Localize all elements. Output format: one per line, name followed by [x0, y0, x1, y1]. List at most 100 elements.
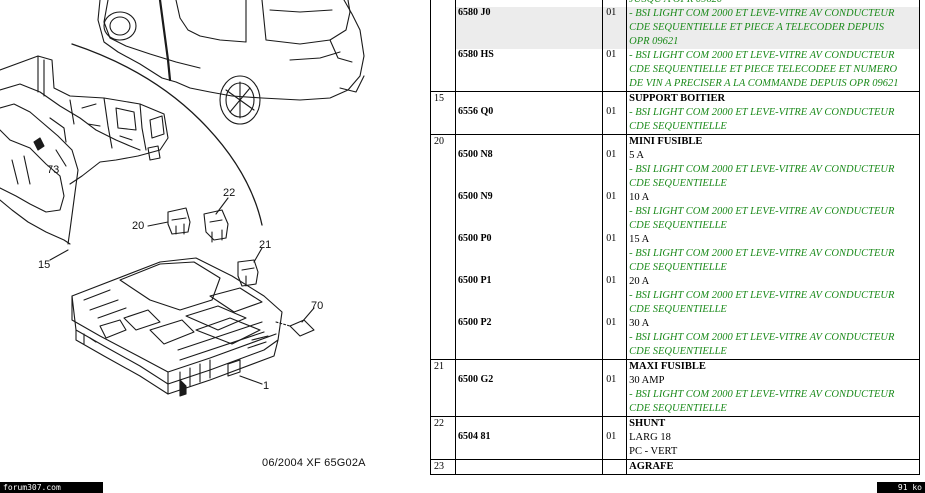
part-reference[interactable]: 6504 81	[457, 431, 491, 442]
description-cell: SUPPORT BOITIER - BSI LIGHT COM 2000 ET L…	[626, 91, 920, 135]
part-spec: 30 AMP	[629, 375, 665, 386]
entry-reference-block: 6500 P0	[456, 233, 602, 275]
entry-quantity-block	[603, 460, 626, 474]
callout-20: 20	[132, 220, 145, 232]
part-title: SUPPORT BOITIER	[629, 93, 726, 104]
part-quantity: 01	[606, 149, 617, 160]
entry-reference-block: 6500 P1	[456, 275, 602, 317]
description-cell: JUSQU'A OPR 09620- BSI LIGHT COM 2000 ET…	[626, 0, 920, 92]
part-reference[interactable]: 6500 P2	[457, 317, 492, 328]
entry-quantity-block	[603, 135, 626, 149]
entry-description-block: 15 A- BSI LIGHT COM 2000 ET LEVE-VITRE A…	[627, 233, 919, 275]
application-note: - BSI LIGHT COM 2000 ET LEVE-VITRE AV CO…	[629, 50, 895, 61]
row-index: 22	[434, 418, 444, 429]
application-note: CDE SEQUENTIELLE ET PIECE TELECODEE ET N…	[629, 64, 898, 75]
part-quantity: 01	[606, 317, 617, 328]
entry-reference-block: 6500 N9	[456, 191, 602, 233]
row-index-cell: 15	[430, 91, 456, 135]
description-cell: AGRAFE	[626, 459, 920, 475]
part-reference[interactable]: 6556 Q0	[457, 106, 494, 117]
entry-quantity-block: 01	[603, 275, 626, 317]
part-quantity: 01	[606, 49, 617, 60]
part-title: SHUNT	[629, 418, 666, 429]
leader-20	[147, 221, 169, 227]
entry-reference-block: 6580 HS	[456, 49, 602, 91]
entry-quantity-block: 01	[603, 417, 626, 459]
part-reference[interactable]	[456, 135, 602, 149]
table-row: 23 AGRAFE	[430, 459, 920, 475]
part-quantity: 01	[606, 275, 617, 286]
callout-73: 73	[47, 164, 60, 176]
part-quantity: 01	[606, 7, 617, 18]
callout-15: 15	[38, 259, 51, 271]
support-bracket	[0, 55, 169, 245]
application-note: - BSI LIGHT COM 2000 ET LEVE-VITRE AV CO…	[629, 332, 895, 343]
application-note: CDE SEQUENTIELLE	[629, 403, 727, 414]
row-index-cell: 23	[430, 459, 456, 475]
part-spec: PC - VERT	[629, 446, 678, 457]
site-watermark: forum307.com	[0, 482, 103, 493]
table-row: 6580 J0 6580 HS 01 01 JUSQU'A OPR 09620- BSI…	[430, 0, 920, 92]
part-reference[interactable]: 6500 N8	[457, 149, 493, 160]
shunt-22	[203, 209, 229, 243]
application-note: CDE SEQUENTIELLE	[629, 220, 727, 231]
entry-reference-block	[456, 135, 602, 149]
application-note: - BSI LIGHT COM 2000 ET LEVE-VITRE AV CO…	[629, 107, 895, 118]
entry-reference-block: 6500 N8	[456, 149, 602, 191]
mini-fuse-20	[167, 207, 191, 235]
part-reference[interactable]: 6580 J0	[457, 7, 491, 18]
part-quantity: 01	[606, 233, 617, 244]
leader-21	[253, 247, 263, 263]
part-title: MAXI FUSIBLE	[629, 361, 706, 372]
part-reference[interactable]: 6500 P0	[457, 233, 492, 244]
application-note: DE VIN A PRECISER A LA COMMANDE DEPUIS O…	[629, 78, 899, 89]
entry-description-block: 20 A- BSI LIGHT COM 2000 ET LEVE-VITRE A…	[627, 275, 919, 317]
part-spec: 5 A	[629, 150, 644, 161]
callout-1: 1	[263, 380, 270, 392]
entry-reference-block	[456, 460, 602, 474]
entry-quantity-block: 01	[603, 233, 626, 275]
reference-cell: 6580 J0 6580 HS	[454, 0, 604, 92]
leader-15	[49, 249, 69, 261]
part-quantity: 01	[606, 106, 617, 117]
row-index-cell: 22	[430, 416, 456, 460]
part-quantity	[603, 135, 626, 149]
quantity-cell	[602, 459, 628, 475]
application-note: - BSI LIGHT COM 2000 ET LEVE-VITRE AV CO…	[629, 206, 895, 217]
entry-quantity-block: 01	[603, 149, 626, 191]
entry-description-block: MINI FUSIBLE	[627, 135, 919, 149]
part-70	[275, 307, 315, 337]
reference-cell: 6504 81	[454, 416, 604, 460]
entry-description-block: SUPPORT BOITIER - BSI LIGHT COM 2000 ET L…	[627, 92, 919, 134]
entry-description-block: 30 A- BSI LIGHT COM 2000 ET LEVE-VITRE A…	[627, 317, 919, 359]
row-index: 21	[434, 361, 444, 372]
entry-description-block: - BSI LIGHT COM 2000 ET LEVE-VITRE AV CO…	[627, 7, 919, 49]
part-spec: 15 A	[629, 234, 650, 245]
part-reference[interactable]: 6580 HS	[457, 49, 494, 60]
wiring-curve	[71, 43, 263, 226]
application-note: - BSI LIGHT COM 2000 ET LEVE-VITRE AV CO…	[629, 8, 895, 19]
part-reference[interactable]: 6500 N9	[457, 191, 493, 202]
entry-reference-block: 6504 81	[456, 417, 602, 459]
part-reference[interactable]: 6500 P1	[457, 275, 492, 286]
callout-22: 22	[223, 187, 236, 199]
callout-21: 21	[259, 239, 272, 251]
entry-quantity-block: 01	[603, 191, 626, 233]
entry-quantity-block: 01	[603, 92, 626, 134]
quantity-cell: 01	[602, 359, 628, 417]
part-reference[interactable]	[456, 460, 602, 474]
bsi-box	[71, 257, 283, 397]
part-reference[interactable]: 6500 G2	[457, 374, 494, 385]
entry-reference-block: 6500 G2	[456, 360, 602, 416]
